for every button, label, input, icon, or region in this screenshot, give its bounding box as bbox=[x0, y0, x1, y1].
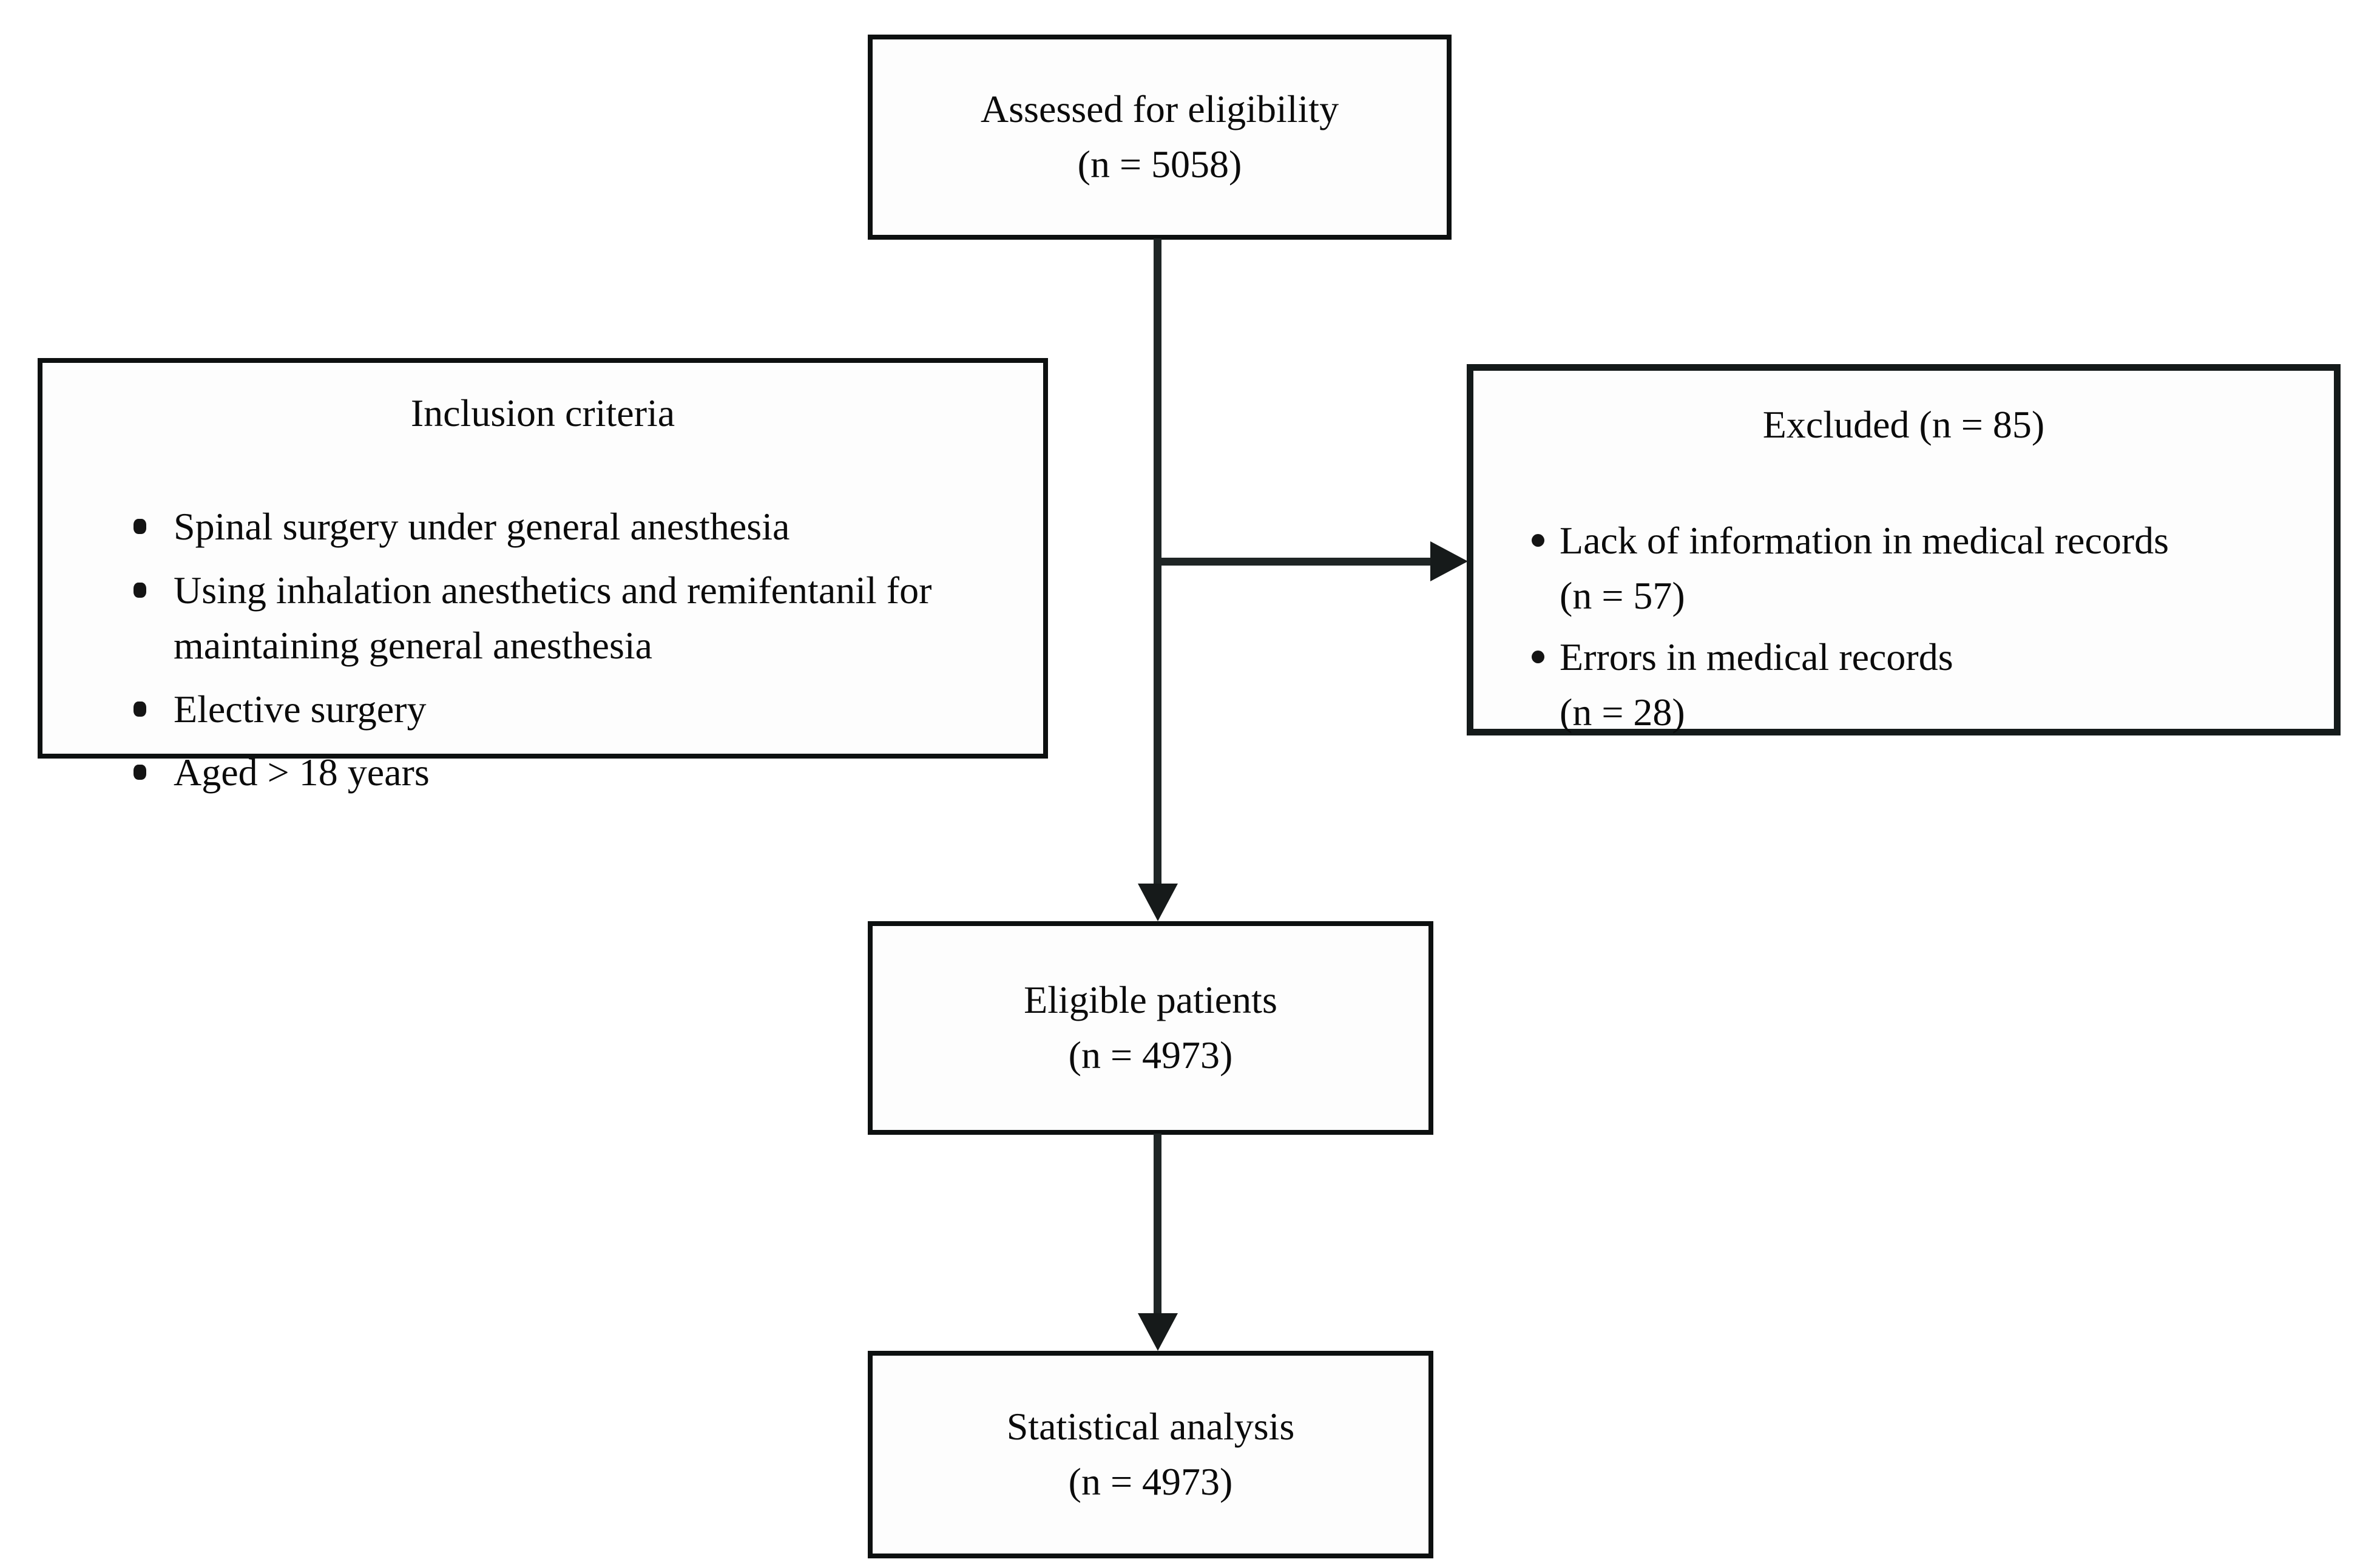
arrow-down-icon bbox=[1138, 1313, 1178, 1351]
connector-to-excluded bbox=[1157, 558, 1433, 566]
inclusion-item-text: Elective surgery bbox=[174, 687, 427, 731]
excluded-item-text: Errors in medical records bbox=[1560, 635, 1953, 678]
inclusion-item: Spinal surgery under general anesthesia bbox=[134, 499, 1025, 555]
bullet-icon bbox=[134, 701, 146, 717]
inclusion-item: Using inhalation anesthetics and remifen… bbox=[134, 563, 1025, 674]
arrow-right-icon bbox=[1430, 541, 1468, 581]
assessed-count: (n = 5058) bbox=[1077, 143, 1242, 186]
excluded-title: Excluded (n = 85) bbox=[1762, 403, 2045, 446]
bullet-icon bbox=[134, 518, 146, 534]
inclusion-item-text: Aged > 18 years bbox=[174, 751, 430, 794]
excluded-list: Lack of information in medical records (… bbox=[1532, 513, 2319, 740]
excluded-item-count: (n = 28) bbox=[1560, 690, 1685, 734]
inclusion-list: Spinal surgery under general anesthesia … bbox=[134, 499, 1025, 800]
inclusion-item: Aged > 18 years bbox=[134, 745, 1025, 800]
inclusion-item: Elective surgery bbox=[134, 682, 1025, 737]
analysis-box: Statistical analysis (n = 4973) bbox=[868, 1351, 1433, 1558]
inclusion-box: Inclusion criteria Spinal surgery under … bbox=[38, 358, 1048, 794]
excluded-item: Errors in medical records (n = 28) bbox=[1532, 630, 2319, 740]
bullet-icon bbox=[1532, 650, 1544, 663]
bullet-icon bbox=[134, 765, 146, 780]
eligible-label: Eligible patients bbox=[1024, 978, 1277, 1022]
assessed-label: Assessed for eligibility bbox=[980, 87, 1339, 131]
eligible-count: (n = 4973) bbox=[1068, 1033, 1233, 1077]
bullet-icon bbox=[1532, 533, 1544, 547]
excluded-item-count: (n = 57) bbox=[1560, 573, 1685, 617]
analysis-count: (n = 4973) bbox=[1068, 1460, 1233, 1503]
connector-eligible-to-analysis bbox=[1154, 1134, 1161, 1316]
assessed-box: Assessed for eligibility (n = 5058) bbox=[868, 35, 1452, 240]
excluded-item-text: Lack of information in medical records bbox=[1560, 518, 2169, 562]
inclusion-item-text: Spinal surgery under general anesthesia bbox=[174, 504, 790, 548]
eligible-box: Eligible patients (n = 4973) bbox=[868, 921, 1433, 1135]
inclusion-item-text: Using inhalation anesthetics and remifen… bbox=[174, 568, 932, 667]
inclusion-title: Inclusion criteria bbox=[410, 391, 675, 434]
analysis-label: Statistical analysis bbox=[1006, 1405, 1295, 1449]
excluded-item: Lack of information in medical records (… bbox=[1532, 513, 2319, 624]
bullet-icon bbox=[134, 582, 146, 598]
arrow-down-icon bbox=[1138, 884, 1178, 921]
excluded-box: Excluded (n = 85) Lack of information in… bbox=[1467, 364, 2341, 735]
